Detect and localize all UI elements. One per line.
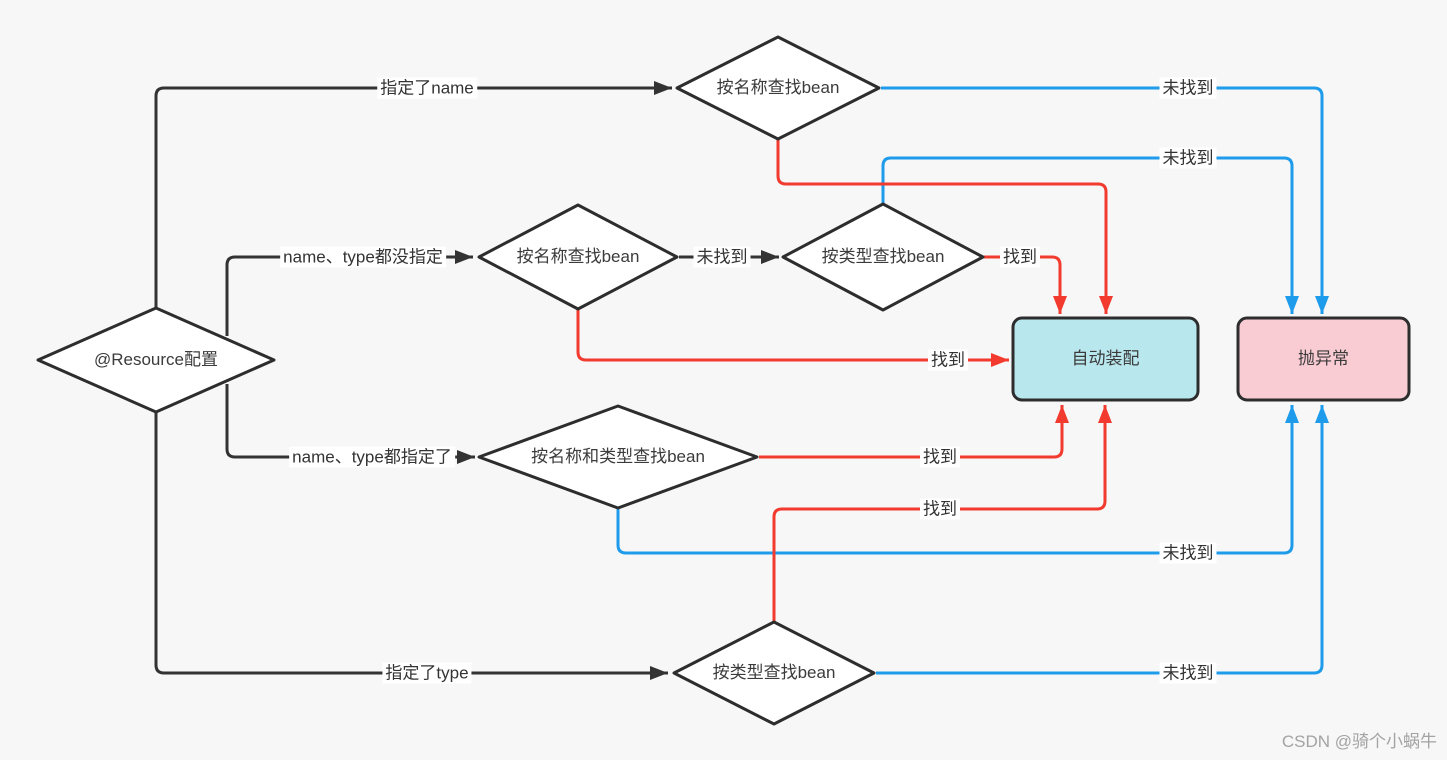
- edge-nametype-found-label: 找到: [920, 446, 960, 468]
- edge-specified-name: [154, 81, 672, 308]
- node-find-by-name-mid: [477, 203, 679, 311]
- edge-midtype-notfound-label: 未找到: [1159, 147, 1217, 169]
- node-throw-exception-label: 抛异常: [1298, 349, 1349, 368]
- edge-midname-found-label: 找到: [928, 349, 968, 371]
- node-autowire-label: 自动装配: [1071, 349, 1140, 368]
- node-find-by-type-mid-label: 按类型查找bean: [821, 247, 945, 266]
- edge-none-specified-label: name、type都没指定: [280, 246, 446, 268]
- edge-midname-found: [576, 310, 1009, 367]
- node-find-by-name-mid-label: 按名称查找bean: [516, 247, 640, 266]
- node-find-by-name-and-type: [477, 404, 759, 510]
- edge-top-found: [776, 140, 1113, 314]
- edge-midtype-found: [984, 255, 1067, 314]
- edge-top-notfound-label: 未找到: [1159, 77, 1217, 99]
- node-throw-exception: [1236, 316, 1411, 402]
- edge-both-specified: [225, 384, 475, 464]
- edge-specified-type-label: 指定了type: [382, 662, 472, 684]
- node-find-by-type-mid: [781, 202, 985, 312]
- edge-bottomtype-found-label: 找到: [920, 498, 960, 520]
- node-autowire: [1011, 316, 1200, 402]
- edge-midtype-found-label: 找到: [1000, 246, 1040, 268]
- edge-none-specified: [225, 250, 473, 336]
- node-find-by-name-and-type-label: 按名称和类型查找bean: [531, 447, 705, 466]
- edge-nametype-notfound: [616, 405, 1299, 555]
- node-find-by-name-top: [675, 35, 881, 141]
- edge-both-specified-label: name、type都指定了: [289, 446, 455, 468]
- node-find-by-name-top-label: 按名称查找bean: [716, 78, 840, 97]
- edge-mid-notfound-label: 未找到: [693, 246, 751, 268]
- watermark-text: CSDN @骑个小蜗牛: [1281, 732, 1437, 751]
- edge-specified-type: [154, 412, 668, 680]
- edge-nametype-notfound-label: 未找到: [1159, 542, 1217, 564]
- node-find-by-type-bottom: [672, 620, 876, 726]
- node-resource-config-label: @Resource配置: [93, 350, 219, 369]
- watermark: CSDN @骑个小蜗牛 CSDN @骑个小蜗牛: [1281, 727, 1447, 757]
- edge-bottomtype-notfound-label: 未找到: [1159, 662, 1217, 684]
- edge-nametype-found: [759, 405, 1069, 459]
- edge-bottomtype-notfound: [876, 405, 1329, 675]
- node-find-by-type-bottom-label: 按类型查找bean: [712, 663, 836, 682]
- edge-midtype-notfound: [881, 156, 1299, 314]
- edge-top-notfound: [881, 86, 1329, 314]
- node-resource-config: [36, 306, 276, 414]
- edge-specified-name-label: 指定了name: [377, 77, 477, 99]
